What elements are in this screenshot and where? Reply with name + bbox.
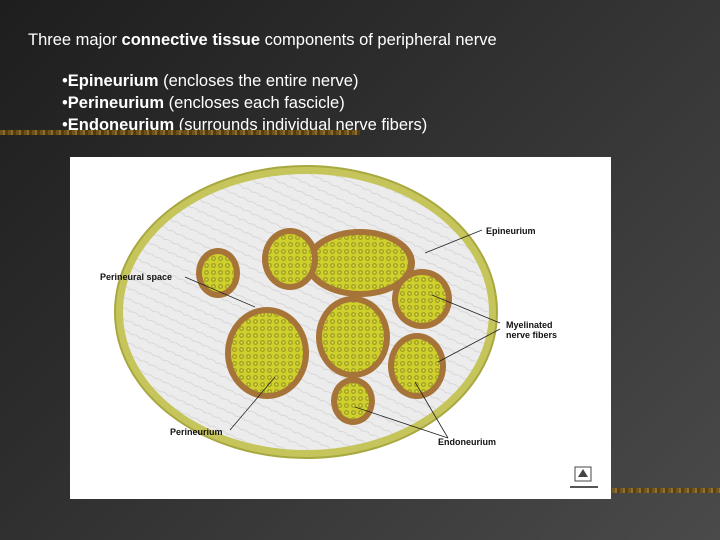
bullet-epineurium: •Epineurium (encloses the entire nerve) [62,70,427,92]
fascicle-right-lower [388,333,446,399]
bullet-term: Perineurium [67,94,165,112]
label-myelinated-2: nerve fibers [506,330,558,340]
bullet-list: •Epineurium (encloses the entire nerve) … [62,70,427,136]
label-epineurium: Epineurium [486,226,536,236]
label-myelinated-1: Myelinated [506,320,553,330]
decorative-rule-bottom [612,488,720,493]
title-suffix: components of peripheral nerve [260,31,497,49]
publisher-logo [570,466,598,488]
bullet-marker: • [62,116,68,134]
fascicle-center [316,296,390,378]
label-endoneurium: Endoneurium [438,437,496,447]
title-prefix: Three major [28,31,122,49]
nerve-diagram-svg [114,165,598,488]
bullet-perineurium: •Perineurium (encloses each fascicle) [62,92,427,114]
bullet-desc: (surrounds individual nerve fibers) [174,116,428,134]
label-perineurium: Perineurium [170,427,223,437]
slide-title: Three major connective tissue components… [28,31,497,50]
leader-lines [184,229,501,439]
bullet-term: Epineurium [67,72,159,90]
label-perineural-space: Perineural space [100,272,173,282]
bullet-endoneurium: •Endoneurium (surrounds individual nerve… [62,114,427,136]
fascicle-bottom [331,377,375,425]
fascicle-upper-middle [262,228,318,290]
bullet-desc: (encloses each fascicle) [164,94,345,112]
fascicle-right-upper [392,269,452,329]
bullet-marker: • [62,94,68,112]
fascicle-left-large [225,307,309,399]
decorative-rule-top [0,130,360,135]
bullet-desc: (encloses the entire nerve) [158,72,359,90]
bullet-term: Endoneurium [67,116,175,134]
nerve-cross-section-figure: Epineurium Perineural space Myelinated n… [70,157,611,499]
fascicle-top [305,229,415,297]
bullet-marker: • [62,72,68,90]
fascicle-left-small [196,248,240,298]
title-bold: connective tissue [121,31,261,49]
